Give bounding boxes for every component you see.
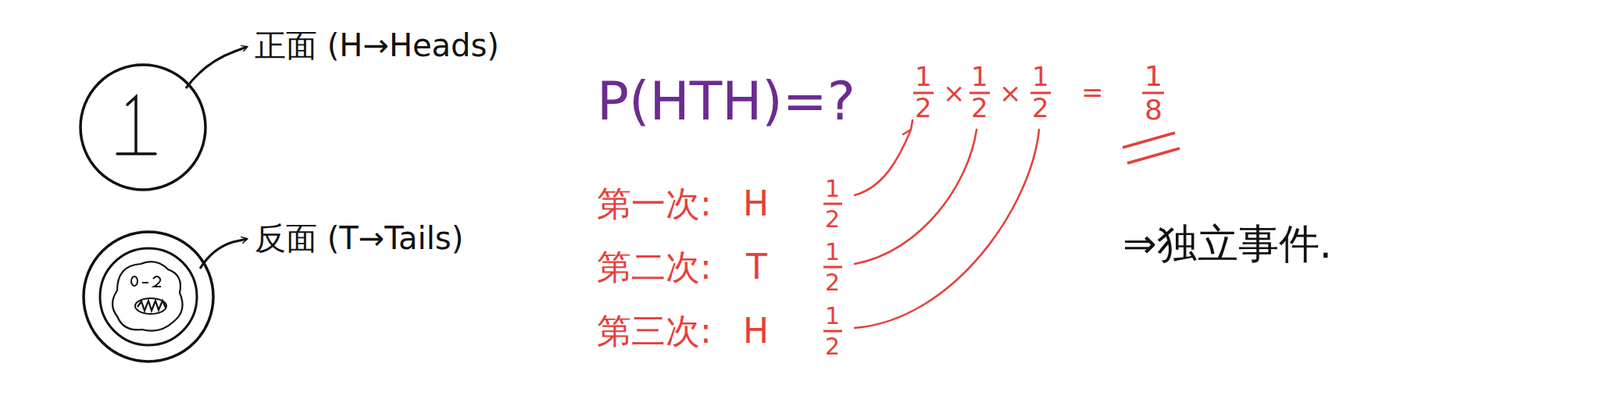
fraction-numerator: 1 [1032,61,1050,93]
leader-arrow [200,239,247,269]
operator: × [999,78,1022,109]
fraction-numerator: 1 [825,303,840,331]
fraction-denominator: 2 [825,333,840,361]
fraction-denominator: 2 [825,269,840,297]
coin-scribble [131,276,138,286]
coin-inner-ring [100,248,197,346]
link-curve [854,129,977,265]
coin-scribble [137,300,166,311]
fraction-denominator: 2 [1032,92,1050,124]
fraction-denominator: 8 [1144,93,1163,126]
fraction-numerator: 1 [1144,60,1163,93]
coin-face-symbol [117,96,156,154]
fraction-numerator: 1 [825,239,840,267]
fraction-denominator: 2 [971,92,989,124]
coin-scribble [112,261,183,331]
answer-underline [1122,132,1175,148]
fraction-bar [823,203,843,206]
answer-underline [1127,148,1180,164]
outcome-letter: H [742,184,769,225]
outcome-letter: H [742,311,769,352]
side-label: 正面 (H→Heads) [254,27,500,64]
link-curve [854,120,913,196]
trial-label: 第二次: [596,247,712,288]
outcome-letter: T [746,247,768,288]
operator: × [942,78,966,109]
fraction-bar [823,266,843,269]
coin-heads [80,64,206,190]
leader-arrow [185,46,247,89]
coin-scribble [135,298,167,315]
fraction-numerator: 1 [914,61,933,93]
fraction-numerator: 1 [825,175,840,204]
fraction-numerator: 1 [971,61,989,93]
fraction-denominator: 2 [825,206,840,234]
coin-tails [83,232,214,362]
fraction-denominator: 2 [914,92,933,124]
trial-label: 第三次: [596,311,712,352]
coin-scribble [142,276,161,287]
conclusion-text: ⇒独立事件. [1122,221,1333,268]
trial-label: 第一次: [596,184,712,225]
fraction-bar [823,330,843,333]
operator: = [1081,77,1104,108]
probability-question: P(HTH)=? [596,71,856,133]
link-curve [854,129,1040,329]
side-label: 反面 (T→Tails) [254,220,464,257]
